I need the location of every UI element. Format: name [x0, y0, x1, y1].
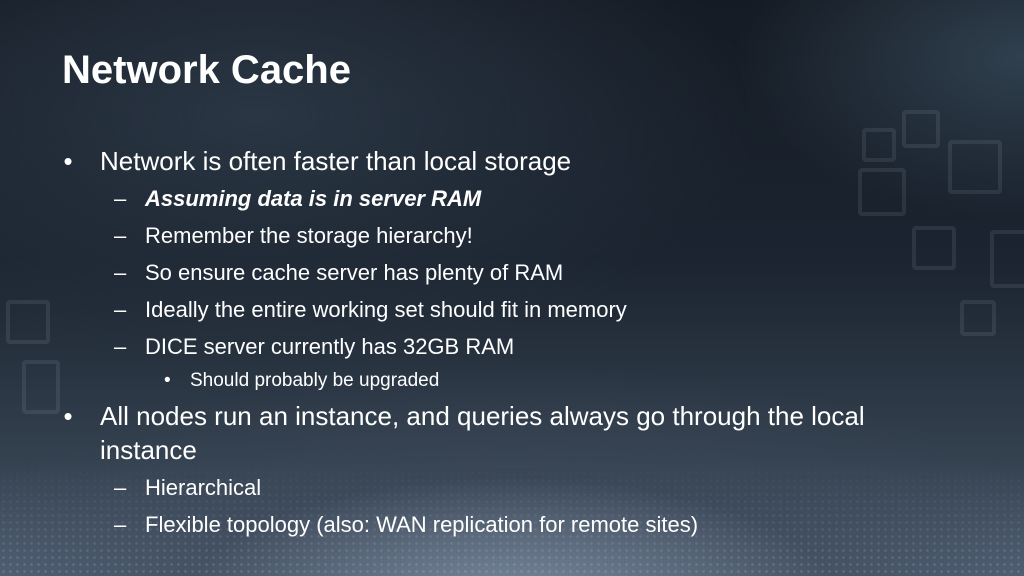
sub-sub-bullet-item: • Should probably be upgraded — [58, 365, 978, 397]
dash-marker: – — [114, 223, 127, 248]
bullet-item: • All nodes run an instance, and queries… — [58, 399, 978, 467]
bullet-text: All nodes run an instance, and queries a… — [100, 401, 865, 465]
sub-bullet-text-emphasis: Assuming data is in server RAM — [145, 186, 482, 211]
bullet-marker: • — [63, 401, 73, 431]
dash-marker: – — [114, 297, 127, 322]
sub-bullet-item: – Ideally the entire working set should … — [58, 291, 978, 328]
dash-marker: – — [114, 260, 127, 285]
bullet-marker: • — [164, 370, 171, 391]
sub-bullet-item: – So ensure cache server has plenty of R… — [58, 254, 978, 291]
sub-bullet-text: Ideally the entire working set should fi… — [145, 297, 627, 322]
sub-bullet-text: Flexible topology (also: WAN replication… — [145, 512, 699, 537]
sub-bullet-text: So ensure cache server has plenty of RAM — [145, 260, 564, 285]
sub-bullet-item: – Assuming data is in server RAM — [58, 180, 978, 217]
sub-sub-bullet-text: Should probably be upgraded — [190, 370, 440, 391]
dash-marker: – — [114, 512, 127, 537]
sub-bullet-item: – Hierarchical — [58, 469, 978, 506]
dash-marker: – — [114, 334, 127, 359]
bullet-marker: • — [63, 146, 73, 176]
slide-content: • Network is often faster than local sto… — [58, 140, 978, 543]
dash-marker: – — [114, 186, 127, 211]
sub-bullet-text: Remember the storage hierarchy! — [145, 223, 473, 248]
sub-bullet-text: DICE server currently has 32GB RAM — [145, 334, 515, 359]
sub-bullet-text: Hierarchical — [145, 475, 262, 500]
bullet-item: • Network is often faster than local sto… — [58, 144, 978, 178]
bullet-text: Network is often faster than local stora… — [100, 146, 572, 176]
dash-marker: – — [114, 475, 127, 500]
sub-bullet-item: – Flexible topology (also: WAN replicati… — [58, 506, 978, 543]
sub-bullet-item: – Remember the storage hierarchy! — [58, 217, 978, 254]
slide-title: Network Cache — [62, 48, 351, 92]
sub-bullet-item: – DICE server currently has 32GB RAM — [58, 328, 978, 365]
